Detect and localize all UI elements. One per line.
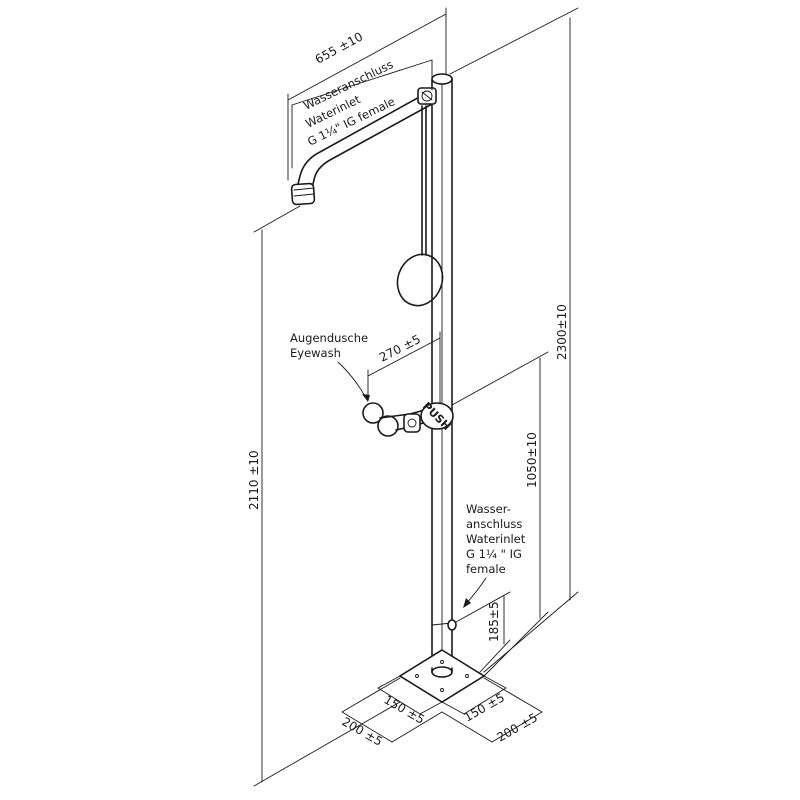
eyewash-label-line2: Eyewash	[290, 346, 341, 360]
label-water-inlet-top: Wasseranschluss Waterinlet G 1¼" IG fema…	[291, 57, 433, 169]
dim-base-right-outer-text: 200 ±5	[495, 710, 540, 744]
bottom-inlet-stub	[447, 619, 457, 631]
eyewash-assembly: PUSH	[362, 400, 454, 437]
pull-rod	[396, 105, 444, 307]
dim-inlet-height-text: 185±5	[487, 601, 501, 642]
pipe-top-cap	[431, 73, 453, 85]
water-inlet-bottom-line1: Wasser-	[466, 502, 511, 516]
main-pipe	[431, 73, 453, 669]
dim-shower-height-text: 2110 ±10	[247, 450, 261, 510]
base-plate	[398, 649, 486, 703]
label-water-inlet-bottom: Wasser- anschluss Waterinlet G 1¼ " IG f…	[463, 502, 526, 608]
dim-base-left-outer-text: 200 ±5	[340, 714, 385, 748]
dim-eyewash-reach: 270 ±5	[367, 331, 441, 405]
eyewash-nozzle-right-icon	[377, 415, 399, 437]
dim-inlet-height: 185±5	[455, 591, 511, 673]
water-inlet-bottom-line4: G 1¼ " IG	[466, 547, 522, 561]
dim-eyewash-height: 1050±10	[451, 351, 549, 677]
dim-base-right-inner-text: 150 ±5	[462, 690, 507, 724]
dim-eyewash-reach-text: 270 ±5	[377, 332, 423, 365]
pull-ring-icon	[396, 253, 444, 307]
dim-total-height-text: 2300±10	[555, 304, 569, 360]
dim-eyewash-height-text: 1050±10	[525, 432, 539, 488]
shower-arm	[290, 89, 433, 206]
top-valve-icon	[417, 87, 437, 105]
water-inlet-bottom-line3: Waterinlet	[466, 532, 526, 546]
eyewash-nozzle-left-icon	[362, 402, 384, 424]
label-eyewash: Augendusche Eyewash	[290, 331, 370, 402]
dim-total-height: 2300±10	[449, 7, 579, 673]
push-plate	[420, 402, 454, 430]
eyewash-valve-icon	[403, 413, 421, 433]
dim-shower-height: 2110 ±10	[247, 205, 401, 787]
eyewash-label-line1: Augendusche	[290, 331, 368, 345]
water-inlet-bottom-line5: female	[466, 562, 506, 576]
dim-base-left-inner-text: 150 ±5	[382, 692, 427, 726]
dim-arm-reach-text: 655 ±10	[313, 29, 365, 66]
water-inlet-bottom-line2: anschluss	[466, 517, 522, 531]
